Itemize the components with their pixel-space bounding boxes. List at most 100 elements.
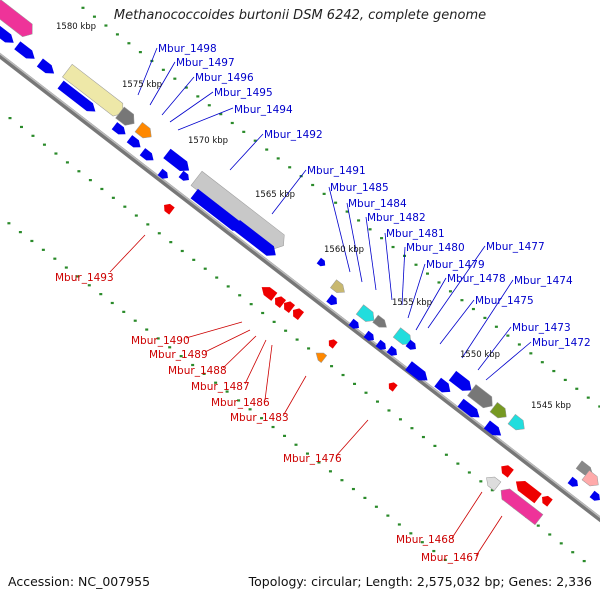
gene-block[interactable] <box>372 314 390 331</box>
gene-feature[interactable] <box>386 380 398 392</box>
gene-label[interactable]: Mbur_1493 <box>55 272 114 284</box>
gene-feature[interactable] <box>290 306 305 321</box>
guide-dot <box>444 453 448 456</box>
gene-label[interactable]: Mbur_1495 <box>214 87 273 99</box>
gene-label[interactable]: Mbur_1496 <box>195 72 254 84</box>
gene-label[interactable]: Mbur_1476 <box>283 453 342 465</box>
gene-block[interactable] <box>507 414 528 433</box>
gene-feature[interactable] <box>326 294 339 307</box>
gene-label[interactable]: Mbur_1498 <box>158 43 217 55</box>
gene-label[interactable]: Mbur_1490 <box>131 335 190 347</box>
gene-block[interactable] <box>355 304 378 326</box>
gene-feature[interactable] <box>111 122 129 138</box>
leader-line <box>346 202 363 283</box>
leader-line <box>439 299 475 345</box>
gene-feature[interactable] <box>434 377 453 396</box>
guide-dot <box>215 276 219 279</box>
guide-dot <box>283 434 287 437</box>
gene-label[interactable]: Mbur_1483 <box>230 412 289 424</box>
gene-feature[interactable] <box>348 318 362 331</box>
gene-label[interactable]: Mbur_1467 <box>421 552 480 564</box>
leader-line <box>475 515 503 557</box>
gene-feature[interactable] <box>498 462 514 478</box>
gene-label[interactable]: Mbur_1492 <box>264 129 323 141</box>
gene-block[interactable] <box>115 106 139 129</box>
gene-feature[interactable] <box>457 398 482 422</box>
gene-feature[interactable] <box>190 188 246 235</box>
gene-block[interactable] <box>134 122 155 141</box>
gene-label[interactable]: Mbur_1488 <box>168 365 227 377</box>
gene-label[interactable]: Mbur_1473 <box>512 322 571 334</box>
gene-block[interactable] <box>0 0 37 40</box>
leader-line <box>401 246 406 306</box>
gene-block[interactable] <box>313 349 328 363</box>
gene-feature[interactable] <box>161 201 175 215</box>
gene-label[interactable]: Mbur_1489 <box>149 349 208 361</box>
gene-feature[interactable] <box>126 135 144 151</box>
leader-line <box>137 47 158 96</box>
gene-feature[interactable] <box>0 25 17 46</box>
gene-feature[interactable] <box>448 370 475 395</box>
gene-feature[interactable] <box>363 330 377 343</box>
gene-feature[interactable] <box>157 168 171 181</box>
gene-block[interactable] <box>392 327 415 349</box>
gene-feature[interactable] <box>589 490 600 503</box>
gene-label[interactable]: Mbur_1482 <box>367 212 426 224</box>
gene-label[interactable]: Mbur_1477 <box>486 241 545 253</box>
gene-label[interactable]: Mbur_1497 <box>176 57 235 69</box>
gene-label[interactable]: Mbur_1474 <box>514 275 573 287</box>
gene-block[interactable] <box>483 473 502 491</box>
leader-line <box>229 133 264 171</box>
gene-block[interactable] <box>190 170 289 253</box>
gene-block[interactable] <box>467 384 496 412</box>
gene-feature[interactable] <box>139 148 157 164</box>
guide-dot <box>284 329 288 332</box>
gene-feature[interactable] <box>386 345 400 358</box>
gene-label[interactable]: Mbur_1472 <box>532 337 591 349</box>
gene-label[interactable]: Mbur_1491 <box>307 165 366 177</box>
gene-feature[interactable] <box>512 477 542 504</box>
gene-feature[interactable] <box>539 493 553 507</box>
gene-feature[interactable] <box>567 476 581 489</box>
gene-label[interactable]: Mbur_1468 <box>396 534 455 546</box>
gene-label[interactable]: Mbur_1485 <box>330 182 389 194</box>
guide-dot <box>226 285 230 288</box>
gene-label[interactable]: Mbur_1486 <box>211 397 270 409</box>
gene-label[interactable]: Mbur_1487 <box>191 381 250 393</box>
gene-label[interactable]: Mbur_1475 <box>475 295 534 307</box>
gene-feature[interactable] <box>316 257 328 268</box>
guide-dot <box>586 396 590 399</box>
guide-dot <box>363 496 367 500</box>
guide-dot <box>276 157 280 160</box>
gene-feature[interactable] <box>232 219 280 260</box>
gene-feature[interactable] <box>36 58 57 78</box>
gene-label[interactable]: Mbur_1484 <box>348 198 407 210</box>
gene-feature[interactable] <box>163 148 192 176</box>
gene-label[interactable]: Mbur_1478 <box>447 273 506 285</box>
gene-feature[interactable] <box>272 294 287 309</box>
gene-feature[interactable] <box>483 420 504 440</box>
gene-block[interactable] <box>581 470 600 489</box>
gene-feature[interactable] <box>259 283 278 301</box>
gene-feature[interactable] <box>14 41 38 62</box>
gene-feature[interactable] <box>281 299 296 314</box>
gene-feature[interactable] <box>375 339 389 352</box>
gene-feature[interactable] <box>326 337 338 349</box>
gene-feature[interactable] <box>405 339 419 352</box>
gene-block[interactable] <box>497 485 544 526</box>
gene-feature[interactable] <box>178 170 192 183</box>
guide-dot <box>397 523 401 526</box>
gene-block[interactable] <box>330 279 347 296</box>
guide-dot <box>322 192 326 195</box>
gene-feature[interactable] <box>405 361 431 384</box>
gene-label[interactable]: Mbur_1479 <box>426 259 485 271</box>
gene-label[interactable]: Mbur_1480 <box>406 242 465 254</box>
guide-dot <box>420 541 424 544</box>
gene-label[interactable]: Mbur_1494 <box>234 104 293 116</box>
gene-feature[interactable] <box>57 80 99 116</box>
gene-label[interactable]: Mbur_1481 <box>386 228 445 240</box>
gene-block[interactable] <box>489 402 510 421</box>
backbone-highlight <box>0 52 600 519</box>
guide-dot <box>456 462 460 465</box>
leader-line <box>415 277 447 331</box>
